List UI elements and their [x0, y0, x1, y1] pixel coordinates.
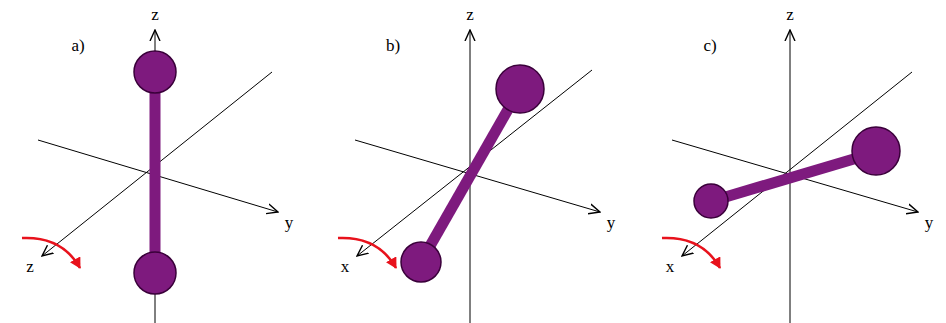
axis-label: z — [26, 258, 34, 275]
dumbbell-bar — [422, 92, 518, 260]
panel-label: a) — [71, 37, 84, 54]
axis-label: x — [666, 258, 675, 275]
axis-label: z — [151, 6, 159, 23]
dumbbell-ball — [496, 65, 544, 113]
panel-label: b) — [386, 37, 400, 54]
axis-label: z — [466, 6, 474, 23]
dumbbell-bar — [150, 72, 161, 272]
axis-label: z — [786, 6, 794, 23]
panel-c — [662, 30, 918, 323]
dumbbell-ball — [401, 242, 441, 282]
panel-b — [338, 30, 600, 323]
y-axis — [355, 140, 600, 212]
axis-label: y — [285, 214, 294, 231]
dumbbell-ball — [852, 127, 900, 175]
dumbbell-ball — [134, 252, 176, 294]
dumbbell-bar — [712, 153, 874, 201]
axis-label: y — [607, 214, 616, 231]
axis-label: x — [341, 258, 350, 275]
panel-a — [22, 30, 278, 323]
dumbbell-ball — [134, 51, 176, 93]
x-axis — [682, 72, 912, 256]
axis-label: y — [925, 214, 934, 231]
dumbbell-ball — [694, 184, 728, 218]
panel-label: c) — [703, 37, 716, 54]
